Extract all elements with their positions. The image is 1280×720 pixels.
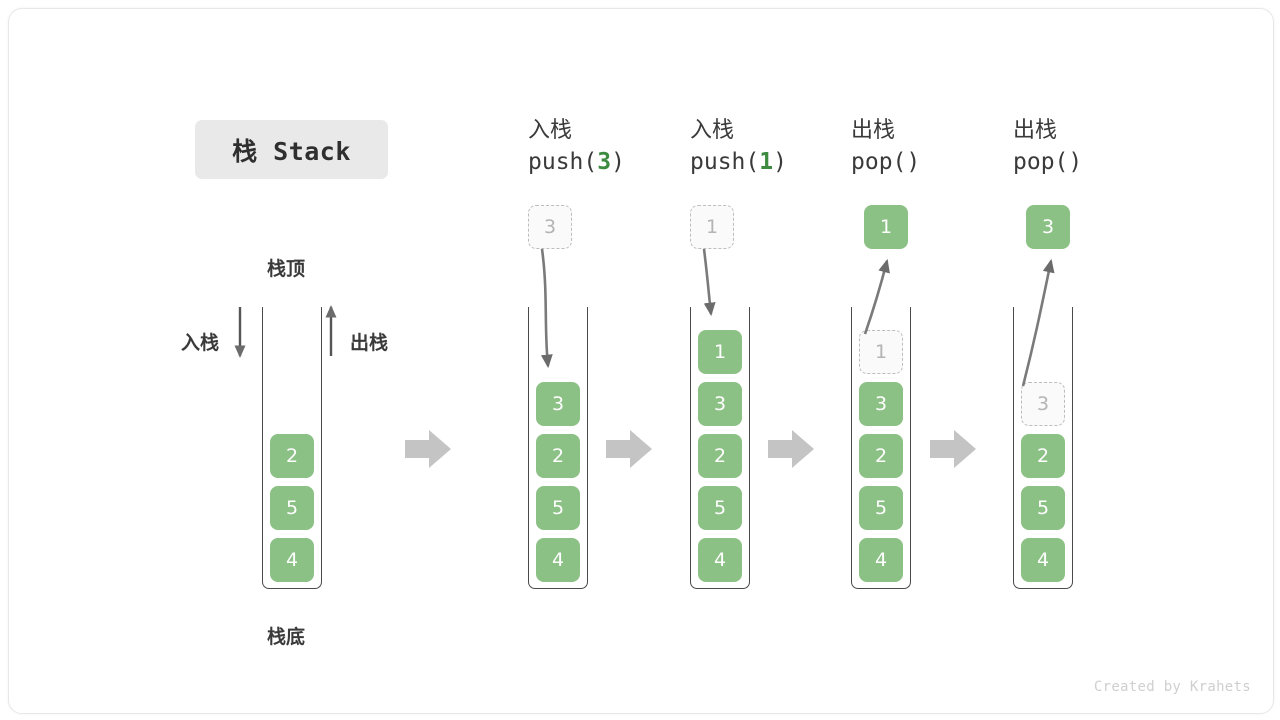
stack-cell: 5 xyxy=(859,486,903,530)
column-call-label: push(3) xyxy=(528,146,625,179)
stack-top-label: 栈顶 xyxy=(267,258,306,280)
column-op-label: 入栈 xyxy=(528,118,573,143)
floating-cell-popped: 3 xyxy=(1026,205,1070,249)
column-header-pop-1: 出栈 pop() xyxy=(851,115,920,179)
stack-cell: 4 xyxy=(859,538,903,582)
push-side-label: 入栈 xyxy=(181,332,220,354)
stack-cell: 3 xyxy=(536,382,580,426)
call-prefix: pop( xyxy=(851,149,907,176)
step-arrow xyxy=(405,430,451,468)
step-arrow xyxy=(768,430,814,468)
stack-cell: 5 xyxy=(270,486,314,530)
column-call-label: pop() xyxy=(1013,146,1082,179)
floating-cell-ghost: 3 xyxy=(528,205,572,249)
column-op-label: 出栈 xyxy=(851,118,896,143)
call-suffix: ) xyxy=(1068,149,1083,176)
column-header-pop-3: 出栈 pop() xyxy=(1013,115,1082,179)
stack-cell: 4 xyxy=(270,538,314,582)
stack-cell: 5 xyxy=(536,486,580,530)
stack-cell-ghost: 1 xyxy=(859,330,903,374)
stack-bottom-label: 栈底 xyxy=(267,626,306,648)
column-header-push-1: 入栈 push(1) xyxy=(690,115,787,179)
floating-cell-ghost: 1 xyxy=(690,205,734,249)
page-title: 栈 Stack xyxy=(195,120,388,179)
call-arg: 3 xyxy=(597,149,612,176)
stack-cell: 5 xyxy=(698,486,742,530)
pop-side-label: 出栈 xyxy=(350,332,389,354)
stack-cell: 2 xyxy=(536,434,580,478)
stack-cell: 4 xyxy=(536,538,580,582)
column-op-label: 入栈 xyxy=(690,118,735,143)
column-header-push-3: 入栈 push(3) xyxy=(528,115,625,179)
stack-cell: 2 xyxy=(1021,434,1065,478)
call-suffix: ) xyxy=(611,149,625,176)
call-prefix: pop( xyxy=(1013,149,1069,176)
diagram-card: 栈 Stack 栈顶 栈底 入栈 出栈 2 5 4 入栈 push(3) 3 3… xyxy=(8,8,1274,714)
stack-cell: 2 xyxy=(859,434,903,478)
stack-cell: 3 xyxy=(859,382,903,426)
call-arg: 1 xyxy=(759,149,774,176)
stack-cell: 4 xyxy=(1021,538,1065,582)
stack-container-pop-1 xyxy=(851,307,911,589)
stack-cell-ghost: 3 xyxy=(1021,382,1065,426)
column-call-label: pop() xyxy=(851,146,920,179)
column-call-label: push(1) xyxy=(690,146,787,179)
stack-container-push-3 xyxy=(528,307,588,589)
stack-cell: 5 xyxy=(1021,486,1065,530)
call-prefix: push( xyxy=(690,149,760,176)
step-arrow xyxy=(606,430,652,468)
stack-cell: 4 xyxy=(698,538,742,582)
call-suffix: ) xyxy=(773,149,787,176)
stack-cell: 3 xyxy=(698,382,742,426)
stack-cell: 2 xyxy=(270,434,314,478)
credit-text: Created by Krahets xyxy=(1093,679,1251,695)
column-op-label: 出栈 xyxy=(1013,118,1058,143)
stack-container-push-1 xyxy=(690,307,750,589)
arrows-overlay xyxy=(234,248,1055,468)
call-prefix: push( xyxy=(528,149,598,176)
step-arrow xyxy=(930,430,976,468)
push-motion-arrow-1 xyxy=(702,248,716,317)
stack-container-pop-3 xyxy=(1013,307,1073,589)
stack-container-initial xyxy=(262,307,322,589)
call-suffix: ) xyxy=(906,149,921,176)
stack-cell: 1 xyxy=(698,330,742,374)
stack-cell: 2 xyxy=(698,434,742,478)
floating-cell-popped: 1 xyxy=(864,205,908,249)
